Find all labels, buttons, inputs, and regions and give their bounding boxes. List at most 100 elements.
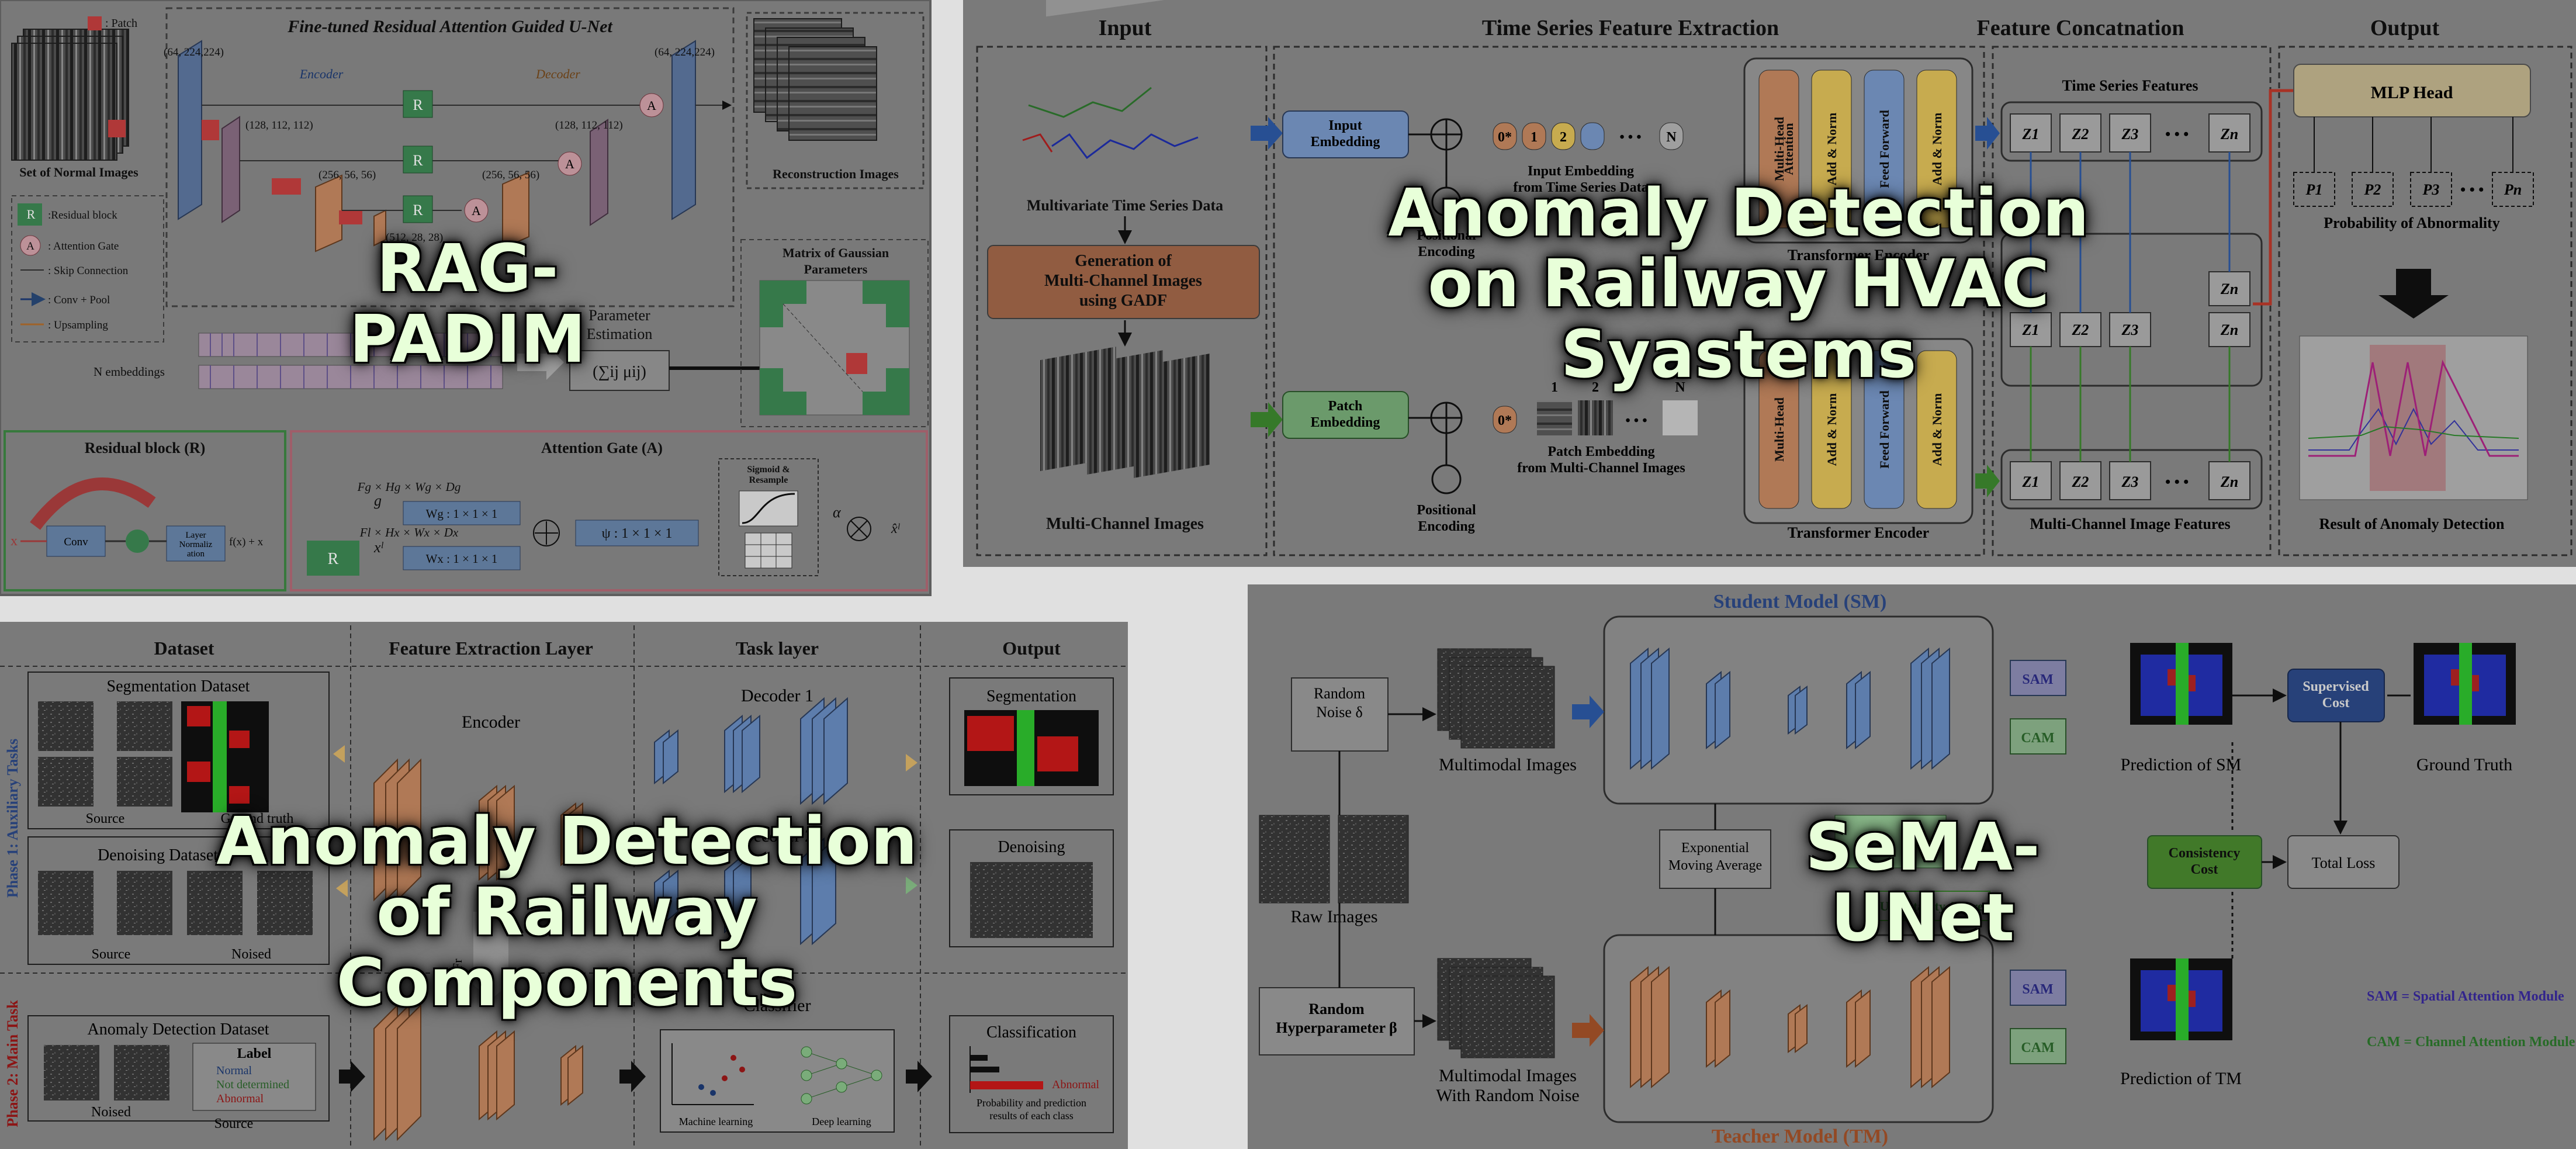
svg-text:Add & Norm: Add & Norm — [1930, 113, 1944, 186]
label-nd: Not determined — [216, 1078, 289, 1091]
n-embeddings-label: N embeddings — [94, 365, 165, 379]
svg-text:0*: 0* — [1498, 130, 1512, 145]
tm-sam: SAM — [2022, 982, 2053, 997]
svg-text:Multi-Head: Multi-Head — [1772, 397, 1786, 462]
rag-encoder-label: Encoder — [299, 67, 344, 81]
svg-text:P1: P1 — [2305, 181, 2323, 198]
legend-attention: : Attention Gate — [48, 240, 119, 252]
seg-gt: Ground truth — [221, 811, 294, 826]
svg-text:• • •: • • • — [2460, 181, 2484, 198]
ml-scatter — [671, 1043, 754, 1105]
mlp-head: MLP Head — [2371, 83, 2453, 102]
svg-text:Zn: Zn — [2220, 281, 2238, 297]
svg-text:1: 1 — [1551, 380, 1558, 395]
svg-text:N: N — [1666, 130, 1677, 145]
hvac-section-tsfe: Time Series Feature Extraction — [1482, 16, 1779, 40]
ag-alpha: α — [833, 504, 842, 521]
shape-label-2: (128, 112, 112) — [245, 119, 313, 131]
svg-text:Z1: Z1 — [2022, 321, 2040, 338]
pred-tm-label: Prediction of TM — [2120, 1069, 2242, 1088]
rag-legend: R :Residual block A : Attention Gate : S… — [18, 203, 129, 331]
legend-residual: :Residual block — [48, 209, 117, 222]
ag-input-g: g — [374, 492, 382, 509]
sm-sam: SAM — [2022, 672, 2053, 687]
out-den: Denoising — [998, 838, 1065, 856]
raw-label: Raw Images — [1290, 907, 1377, 926]
conv-label: Conv — [64, 536, 88, 548]
svg-text:Z2: Z2 — [2072, 126, 2089, 143]
residual-label: R — [413, 202, 423, 219]
residual-label: R — [413, 96, 423, 113]
sam-def: SAM = Spatial Attention Module — [2367, 989, 2564, 1004]
sm-cam: CAM — [2021, 731, 2054, 746]
encoder-label: Encoder — [462, 712, 520, 732]
legend-skip: : Skip Connection — [48, 265, 129, 277]
classifier-label: Classifier — [744, 996, 811, 1015]
svg-text:Z3: Z3 — [2121, 126, 2139, 143]
anomaly-result-plot — [2299, 335, 2528, 500]
pred-sm-label: Prediction of SM — [2121, 755, 2242, 774]
normal-image-stack — [11, 29, 129, 161]
svg-text:Multi-Head: Multi-Head — [1772, 117, 1786, 181]
legend-upsampling: : Upsampling — [48, 319, 108, 331]
prob-abnormality: Probability of Abnormality — [2324, 214, 2499, 231]
comp-header-output: Output — [1002, 638, 1061, 659]
cam-def: CAM = Channel Attention Module — [2367, 1034, 2575, 1050]
svg-text:0*: 0* — [1498, 413, 1512, 428]
residual-output: f(x) + x — [229, 536, 264, 548]
svg-text:Z3: Z3 — [2121, 473, 2139, 490]
den-dataset-images — [38, 871, 313, 935]
svg-text:Z1: Z1 — [2022, 126, 2040, 143]
svg-text:• • •: • • • — [2165, 126, 2189, 143]
ag-wx: Wx : 1 × 1 × 1 — [426, 552, 498, 566]
gate-label: A — [472, 203, 481, 218]
transformer-label-1: Transformer Encoder — [1788, 247, 1929, 264]
svg-text:Zn: Zn — [2220, 321, 2238, 338]
svg-text:Pn: Pn — [2504, 181, 2522, 198]
svg-text:2: 2 — [1560, 130, 1567, 145]
uncertainty: Uncertainty Aware — [1880, 899, 1983, 913]
ag-input-x: xˡ — [373, 539, 384, 556]
mc-features-label: Multi-Channel Image Features — [2030, 515, 2230, 532]
result-label: Result of Anomaly Detection — [2319, 515, 2505, 532]
multi-channel-images — [1040, 347, 1210, 478]
teacher-blocks — [1630, 965, 1950, 1089]
panel-components: Dataset Feature Extraction Layer Task la… — [0, 622, 1128, 1149]
svg-text:A: A — [26, 240, 34, 252]
residual-input-x: x — [11, 534, 18, 549]
ag-wg: Wg : 1 × 1 × 1 — [426, 507, 498, 521]
set-normal-label: Set of Normal Images — [19, 165, 139, 179]
mci-label: Multi-Channel Images — [1046, 515, 1204, 533]
svg-text:R: R — [27, 207, 36, 222]
svg-text:Add & Norm: Add & Norm — [1824, 393, 1839, 466]
svg-text:• • •: • • • — [2165, 473, 2189, 490]
patch-tokens: 0* 1 2 • • • N — [1493, 380, 1698, 435]
svg-text:2: 2 — [1592, 380, 1599, 395]
legend-conv: : Conv + Pool — [48, 294, 110, 306]
dl-label: Deep learning — [812, 1116, 871, 1127]
svg-text:Add & Norm: Add & Norm — [1824, 113, 1839, 186]
decoder1-label: Decoder 1 — [741, 686, 813, 705]
reconstruction-label: Reconstruction Images — [773, 167, 899, 181]
an-img-2 — [114, 1045, 169, 1100]
svg-text:1: 1 — [1531, 130, 1538, 145]
label-abnormal: Abnormal — [216, 1092, 264, 1105]
mm-label: Multimodal Images — [1439, 755, 1577, 774]
svg-text:Zn: Zn — [2220, 126, 2238, 143]
residual-label: R — [413, 152, 423, 169]
shape-label-7: (64, 224,224) — [655, 46, 715, 58]
gate-label: A — [565, 157, 574, 171]
panel-rag-padim: Fine-tuned Residual Attention Guided U-N… — [0, 0, 932, 596]
ml-label: Machine learning — [679, 1116, 753, 1127]
